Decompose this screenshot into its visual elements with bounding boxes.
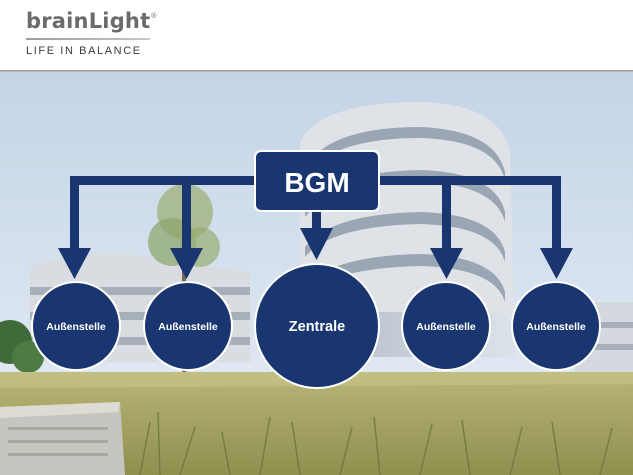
brainlight-logo[interactable]: brainLight® [26,9,158,33]
header: brainLight® LIFE IN BALANCE [0,0,633,70]
stem-1 [70,176,79,251]
tagline: LIFE IN BALANCE [26,45,142,57]
logo-text: brainLight [26,9,150,33]
stem-4 [442,176,451,251]
campus-photo-background: BGM Außenstelle Außenstelle Zentrale Auß… [0,72,633,475]
registered-mark: ® [150,12,157,20]
stem-5 [552,176,561,251]
node-label-3: Zentrale [289,319,345,335]
node-label-2: Außenstelle [158,321,218,333]
node-label-4: Außenstelle [416,321,476,333]
slide-canvas: BGM Außenstelle Außenstelle Zentrale Auß… [0,72,633,475]
stem-2 [182,176,191,251]
foreground-wall [0,402,125,475]
node-label-5: Außenstelle [526,321,586,333]
logo-underline [26,38,150,40]
node-label-1: Außenstelle [46,321,106,333]
bgm-label: BGM [284,167,349,198]
